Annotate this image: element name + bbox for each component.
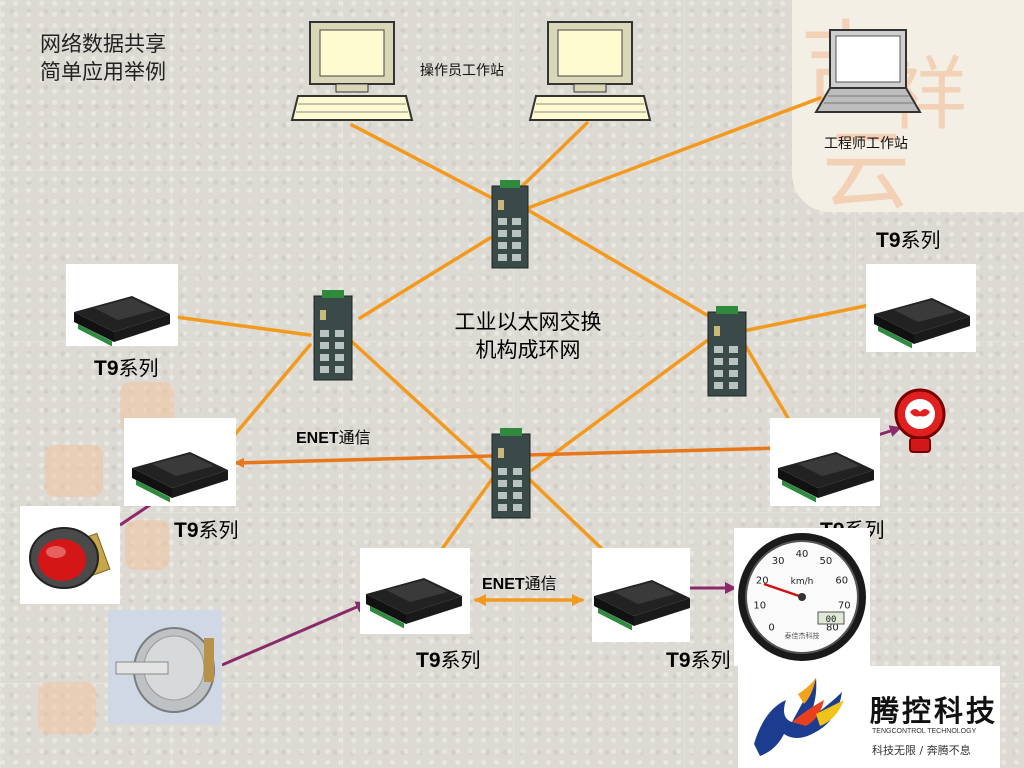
page-title: 网络数据共享 简单应用举例 <box>40 32 166 84</box>
t9-label-e: T9系列 <box>416 648 481 672</box>
gauge-tick-label: 0 <box>768 622 774 633</box>
enet-label-bottom: ENET通信 <box>482 574 557 593</box>
t9-label-c: T9系列 <box>174 518 239 542</box>
ethernet-switch-right-icon <box>707 306 747 397</box>
operator-workstation-1-icon <box>290 21 414 121</box>
plc-icon <box>874 298 970 349</box>
ethernet-switch-left-icon <box>313 290 353 381</box>
engineer-laptop-icon <box>814 29 922 113</box>
gauge-display: 00 <box>826 615 837 625</box>
plc-icon <box>366 578 462 629</box>
logo-name: 腾控科技 <box>870 694 999 728</box>
decor-block <box>125 520 169 570</box>
logo-english: TENGCONTROL TECHNOLOGY <box>872 728 977 735</box>
t9-controller-f <box>592 548 690 642</box>
decor-block <box>38 682 96 734</box>
link-switch-t9-a <box>166 314 312 337</box>
gauge-tick-label: 10 <box>753 600 766 611</box>
gauge-tick-label: 60 <box>835 576 848 587</box>
alarm-lamp-icon <box>894 388 946 453</box>
io-encoder-link <box>221 601 368 667</box>
link-switch-t9-c <box>220 343 312 452</box>
gauge-tick-label: 40 <box>796 549 809 560</box>
link-op1-switch <box>350 123 494 200</box>
engineer-station-label: 工程师工作站 <box>824 136 908 152</box>
operator-station-label: 操作员工作站 <box>420 63 504 79</box>
gauge-unit: km/h <box>791 577 814 587</box>
rotary-encoder-device <box>108 610 222 724</box>
t9-controller-a <box>66 264 178 347</box>
gauge-tick-label: 20 <box>756 576 769 587</box>
ethernet-switch-bottom-icon <box>491 428 531 519</box>
operator-workstation-2-icon <box>528 21 652 121</box>
gauge-brand: 泰佳杰科技 <box>785 631 820 640</box>
t9-label-f: T9系列 <box>666 648 731 672</box>
encoder-icon <box>115 627 215 713</box>
t9-controller-d <box>770 418 880 506</box>
ring-top-left <box>358 236 492 320</box>
gauge-tick-label: 50 <box>820 556 833 567</box>
push-button-icon <box>29 527 111 589</box>
ring-network-label: 工业以太网交换 机构成环网 <box>454 310 602 362</box>
push-button-device <box>20 506 120 604</box>
watermark-char-3: 云 <box>822 119 911 222</box>
link-switch-t9-b <box>746 303 872 332</box>
t9-label-b: T9系列 <box>876 228 941 252</box>
plc-icon <box>594 580 690 631</box>
gauge-tick-label: 80 <box>826 622 839 633</box>
link-engineer-switch <box>526 96 822 210</box>
ethernet-switch-top-icon <box>491 180 529 269</box>
logo-slogan: 科技无限 / 奔腾不息 <box>872 744 971 757</box>
gauge-tick-label: 70 <box>838 600 851 611</box>
ring-top-right <box>526 208 714 320</box>
t9-label-a: T9系列 <box>94 356 159 380</box>
plc-icon <box>74 296 170 347</box>
company-logo: 腾控科技 TENGCONTROL TECHNOLOGY 科技无限 / 奔腾不息 <box>738 666 1000 768</box>
t9-controller-c <box>124 418 236 506</box>
gauge-tick-label: 30 <box>772 556 785 567</box>
plc-icon <box>132 452 228 503</box>
dragon-logo-icon <box>754 678 844 756</box>
decor-block <box>45 445 103 497</box>
t9-controller-e <box>360 548 470 634</box>
plc-icon <box>778 452 874 503</box>
t9-controller-b <box>866 264 976 352</box>
enet-label-middle: ENET通信 <box>296 428 371 447</box>
